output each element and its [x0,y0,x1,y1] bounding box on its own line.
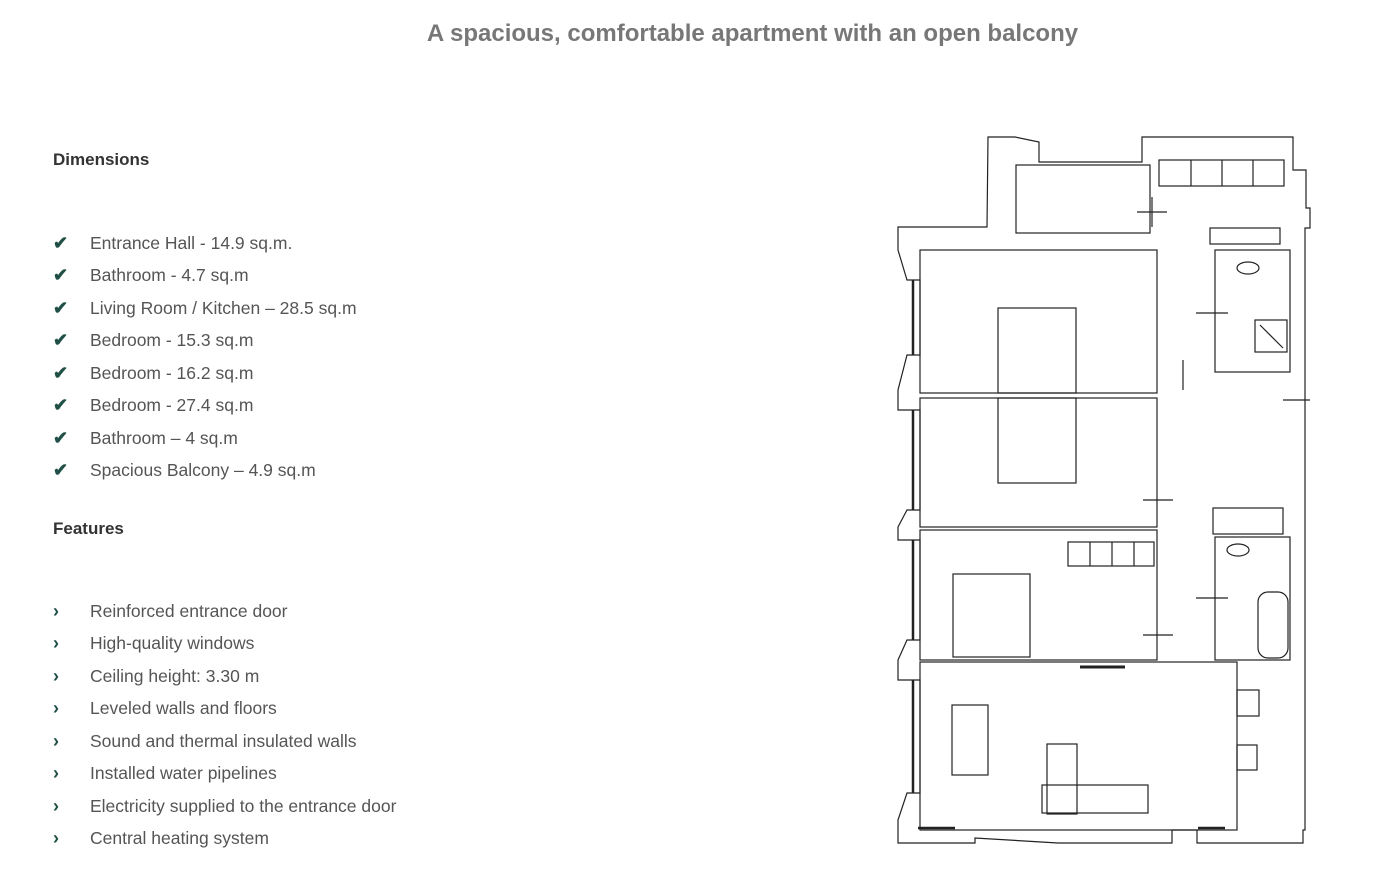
item-label: Entrance Hall - 14.9 sq.m. [90,232,293,253]
item-label: Leveled walls and floors [90,698,277,719]
check-icon: ✔ [53,427,69,448]
item-label: Bedroom - 16.2 sq.m [90,362,254,383]
features-list: › Reinforced entrance door › High-quality … [53,595,396,855]
list-item: ✔ Bedroom - 16.2 sq.m [53,357,357,390]
list-item: ✔ Entrance Hall - 14.9 sq.m. [53,227,357,260]
dimensions-heading: Dimensions [53,150,150,169]
item-label: Bathroom - 4.7 sq.m [90,265,249,286]
list-item: ✔ Bathroom – 4 sq.m [53,422,357,455]
item-label: Sound and thermal insulated walls [90,730,357,751]
features-heading: Features [53,519,124,538]
list-item: ✔ Bathroom - 4.7 sq.m [53,260,357,293]
item-label: Installed water pipelines [90,763,277,784]
check-icon: ✔ [53,265,69,286]
chevron-right-icon: › [53,828,59,849]
item-label: Central heating system [90,828,269,849]
list-item: › Leveled walls and floors [53,693,396,726]
chevron-right-icon: › [53,665,59,686]
list-item: › Central heating system [53,823,396,856]
list-item: › Installed water pipelines [53,758,396,791]
chevron-right-icon: › [53,633,59,654]
chevron-right-icon: › [53,698,59,719]
item-label: Bedroom - 15.3 sq.m [90,330,254,351]
page-title: A spacious, comfortable apartment with a… [426,20,1079,47]
check-icon: ✔ [53,232,69,253]
item-label: Spacious Balcony – 4.9 sq.m [90,460,316,481]
list-item: ✔ Bedroom - 27.4 sq.m [53,390,357,423]
chevron-right-icon: › [53,730,59,751]
list-item: › High-quality windows [53,628,396,661]
list-item: › Sound and thermal insulated walls [53,725,396,758]
list-item: ✔ Living Room / Kitchen – 28.5 sq.m [53,292,357,325]
item-label: Living Room / Kitchen – 28.5 sq.m [90,297,357,318]
list-item: › Electricity supplied to the entrance do… [53,790,396,823]
chevron-right-icon: › [53,600,59,621]
list-item: › Reinforced entrance door [53,595,396,628]
chevron-right-icon: › [53,763,59,784]
item-label: High-quality windows [90,633,255,654]
item-label: Bedroom - 27.4 sq.m [90,395,254,416]
list-item: ✔ Spacious Balcony – 4.9 sq.m [53,455,357,488]
item-label: Electricity supplied to the entrance doo… [90,795,397,816]
check-icon: ✔ [53,330,69,351]
check-icon: ✔ [53,395,69,416]
check-icon: ✔ [53,460,69,481]
item-label: Reinforced entrance door [90,600,288,621]
list-item: › Ceiling height: 3.30 m [53,660,396,693]
item-label: Ceiling height: 3.30 m [90,665,260,686]
chevron-right-icon: › [53,795,59,816]
item-label: Bathroom – 4 sq.m [90,427,238,448]
dimensions-list: ✔ Entrance Hall - 14.9 sq.m. ✔ Bathroom - … [53,227,357,487]
check-icon: ✔ [53,362,69,383]
check-icon: ✔ [53,297,69,318]
list-item: ✔ Bedroom - 15.3 sq.m [53,325,357,358]
